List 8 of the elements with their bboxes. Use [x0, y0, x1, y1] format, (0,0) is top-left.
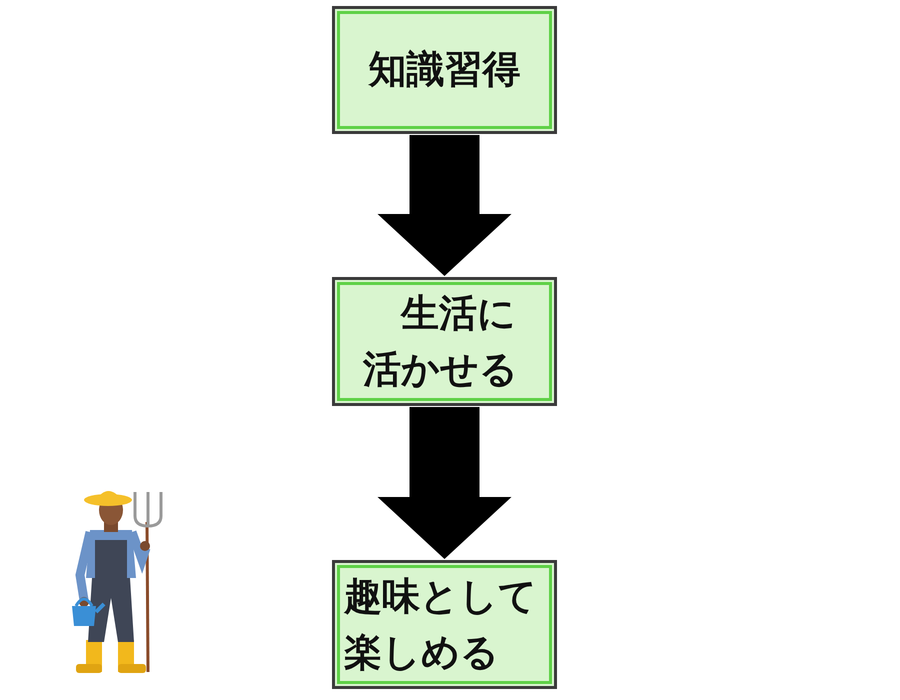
box-label: 生活に活かせる [362, 290, 519, 392]
process-box [332, 6, 557, 134]
process-box [332, 560, 557, 689]
process-box [332, 277, 557, 406]
block-arrow [378, 135, 512, 276]
box-label: 知識習得 [368, 46, 520, 94]
box-label: 趣味として楽しめる [344, 573, 538, 676]
block-arrow [378, 407, 512, 559]
